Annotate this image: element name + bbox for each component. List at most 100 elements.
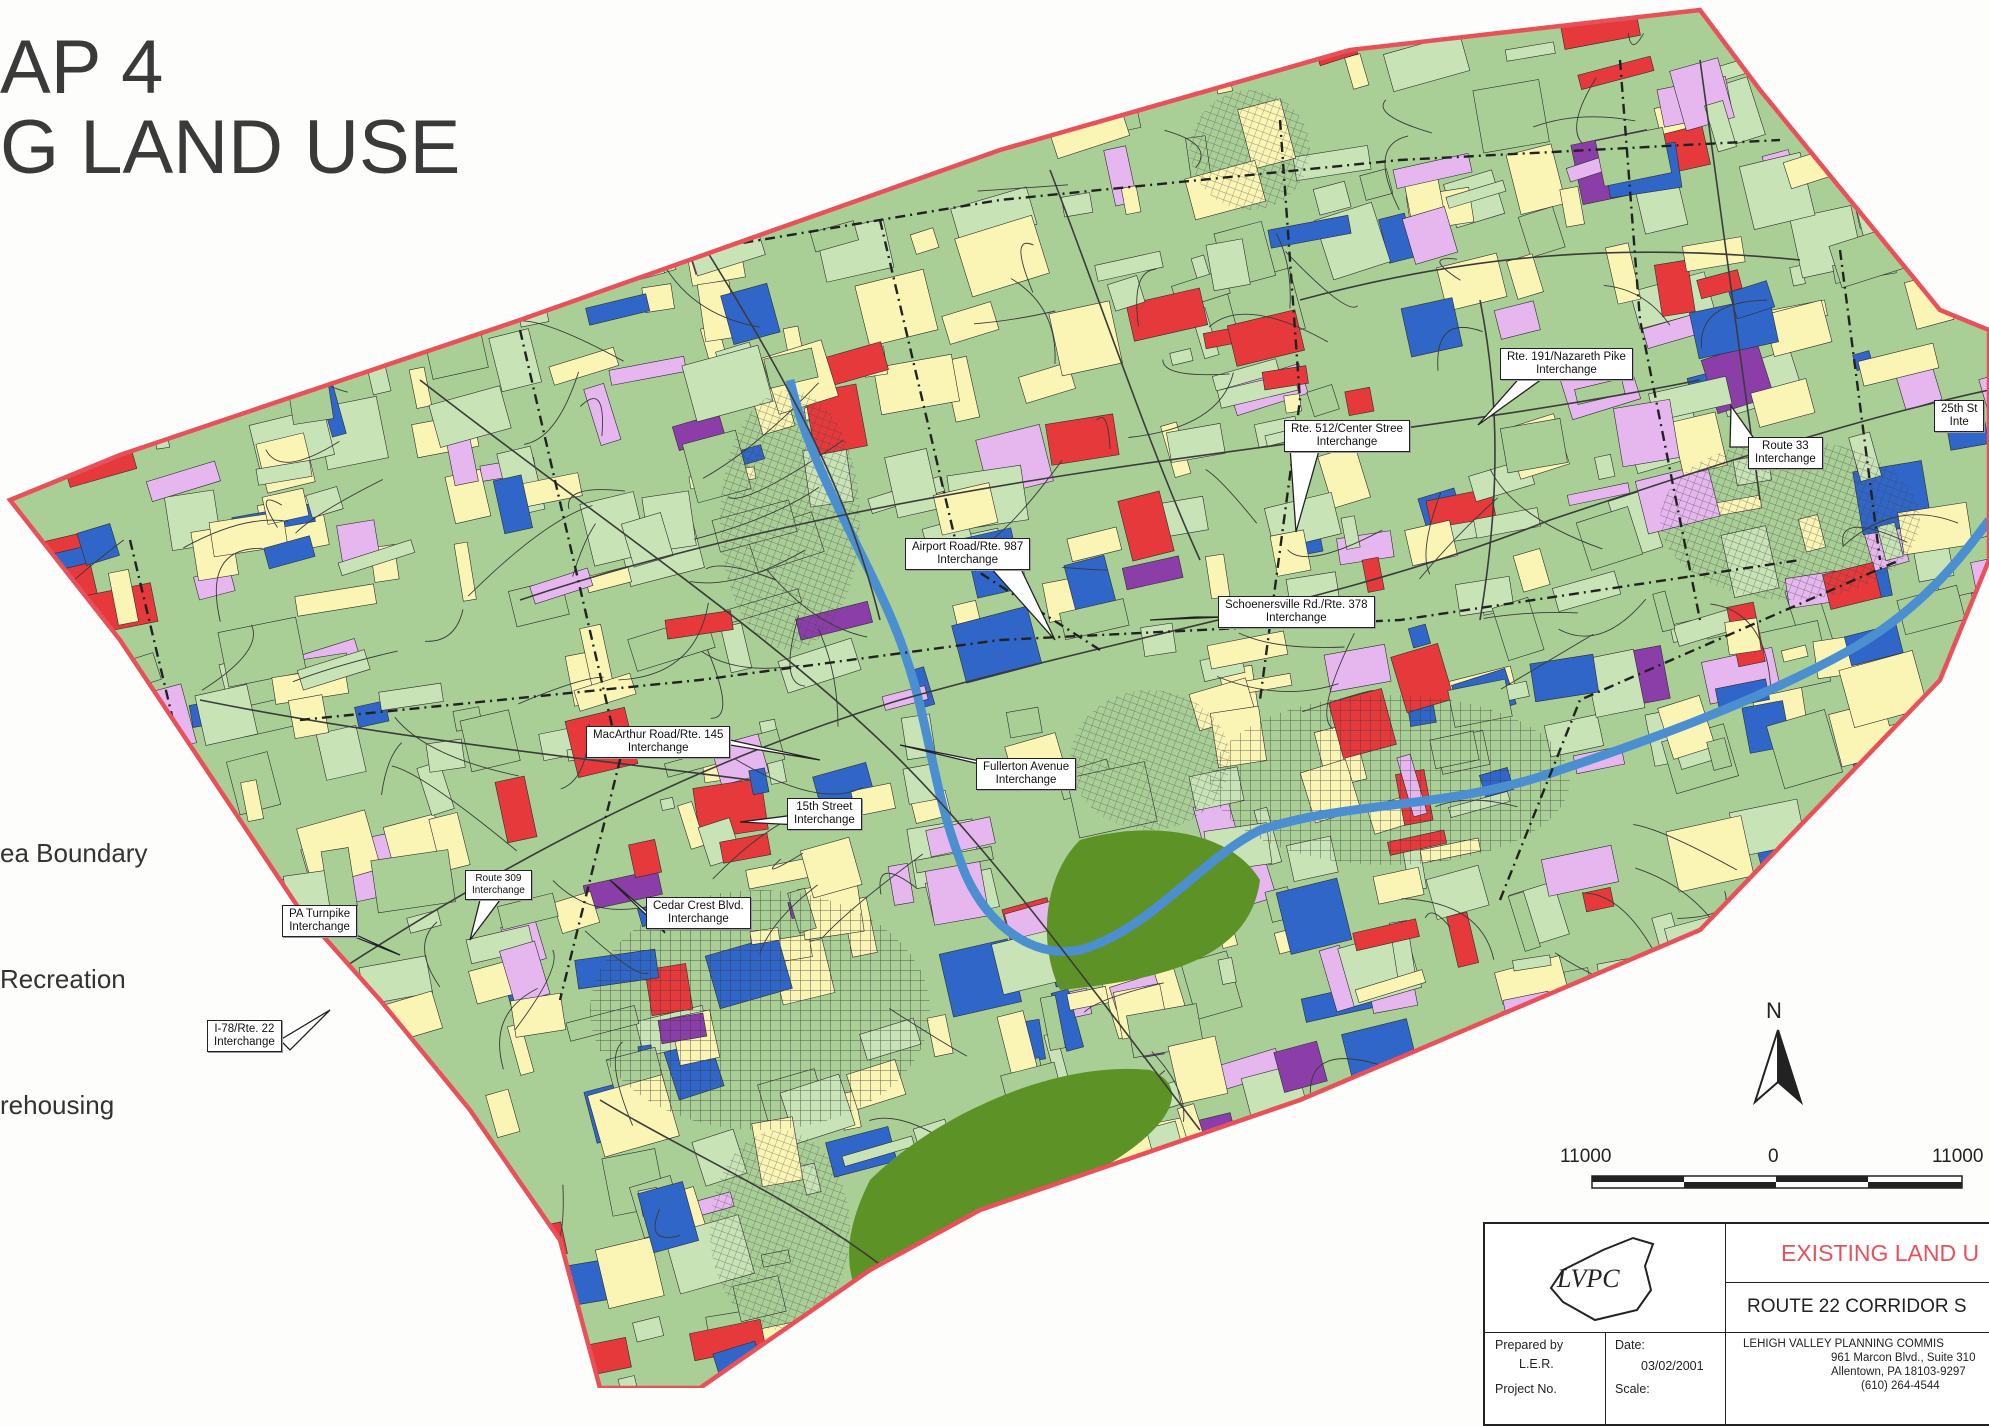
land-parcel [965, 1299, 1047, 1347]
land-parcel [1872, 1058, 1946, 1088]
land-parcel [1354, 1238, 1426, 1306]
land-parcel [1930, 688, 1953, 708]
land-parcel [195, 684, 258, 745]
land-parcel [1899, 788, 1927, 832]
scale-bar [1592, 1176, 1962, 1188]
date-label: Date: [1615, 1338, 1645, 1352]
land-parcel [226, 43, 286, 73]
land-parcel [1349, 1114, 1410, 1165]
whitehall-grid [720, 390, 860, 650]
land-parcel [1905, 766, 1934, 801]
land-parcel [1956, 79, 1989, 127]
local-road [993, 7, 1087, 8]
land-parcel [792, 126, 877, 192]
land-parcel [898, 92, 973, 150]
land-parcel [426, 38, 508, 95]
land-parcel [558, 173, 587, 212]
land-parcel [358, 1344, 434, 1388]
land-use-map[interactable] [0, 0, 1989, 1388]
land-parcel [330, 27, 361, 50]
land-parcel [1433, 1094, 1476, 1127]
land-parcel [45, 422, 110, 454]
land-parcel [1517, 993, 1609, 1071]
land-parcel [55, 1294, 145, 1374]
land-parcel [1310, 1269, 1379, 1344]
land-parcel [120, 1293, 151, 1341]
land-parcel [1725, 618, 1761, 655]
land-parcel [342, 1278, 365, 1335]
project-label: Project No. [1495, 1382, 1557, 1396]
land-parcel [1968, 1039, 1989, 1089]
land-parcel [478, 1285, 534, 1347]
land-parcel [1913, 218, 1943, 236]
scale-label-right: 11000 [1932, 1146, 1983, 1168]
local-road [1038, 11, 1066, 95]
land-parcel [295, 1342, 366, 1388]
land-parcel [1839, 24, 1897, 60]
local-road [1046, 108, 1059, 130]
land-parcel [729, 146, 780, 197]
local-road [305, 1095, 365, 1180]
local-road [504, 0, 582, 29]
local-road [292, 355, 353, 374]
land-parcel [320, 1183, 406, 1255]
land-parcel [1872, 821, 1966, 904]
land-parcel [243, 293, 335, 373]
land-parcel [1916, 74, 1973, 133]
land-parcel [1539, 1101, 1603, 1137]
land-parcel [1246, 1230, 1286, 1290]
land-parcel [816, 134, 848, 165]
land-parcel [112, 914, 175, 953]
land-parcel [1857, 965, 1884, 985]
land-parcel [366, 1291, 384, 1316]
org-line-1: LEHIGH VALLEY PLANNING COMMIS [1743, 1338, 1944, 1350]
land-parcel [624, 43, 672, 78]
land-parcel [21, 616, 74, 685]
local-road [81, 331, 153, 369]
land-parcel [1210, 1229, 1257, 1277]
logo-text: LVPC [1557, 1264, 1620, 1294]
land-parcel [59, 876, 152, 959]
land-parcel [452, 212, 524, 246]
land-parcel [1840, 995, 1865, 1037]
local-road [1309, 1316, 1395, 1388]
land-parcel [870, 137, 927, 166]
land-parcel [1619, 1036, 1654, 1070]
land-parcel [125, 755, 205, 825]
local-road [1218, 1312, 1239, 1354]
land-parcel [1867, 936, 1893, 980]
land-parcel [477, 125, 527, 171]
callout-cedar-crest[interactable]: Cedar Crest Blvd.Interchange [646, 897, 751, 929]
land-parcel [1318, 1279, 1351, 1322]
land-parcel [736, 115, 772, 168]
local-road [105, 1122, 227, 1219]
land-parcel [1841, 913, 1882, 944]
land-parcel [1955, 788, 1986, 810]
local-road [188, 890, 200, 925]
land-parcel [1970, 770, 1989, 824]
local-road [1785, 1125, 1805, 1146]
local-road [508, 10, 566, 14]
land-parcel [1332, 1300, 1405, 1366]
land-parcel [140, 887, 202, 918]
land-parcel [1536, 999, 1575, 1064]
land-parcel [1283, 1126, 1355, 1169]
land-parcel [1931, 849, 1961, 883]
land-parcel [1514, 1072, 1597, 1139]
local-road [712, 139, 758, 147]
land-parcel [68, 730, 143, 751]
land-parcel [372, 1190, 448, 1252]
land-parcel [1401, 298, 1462, 357]
